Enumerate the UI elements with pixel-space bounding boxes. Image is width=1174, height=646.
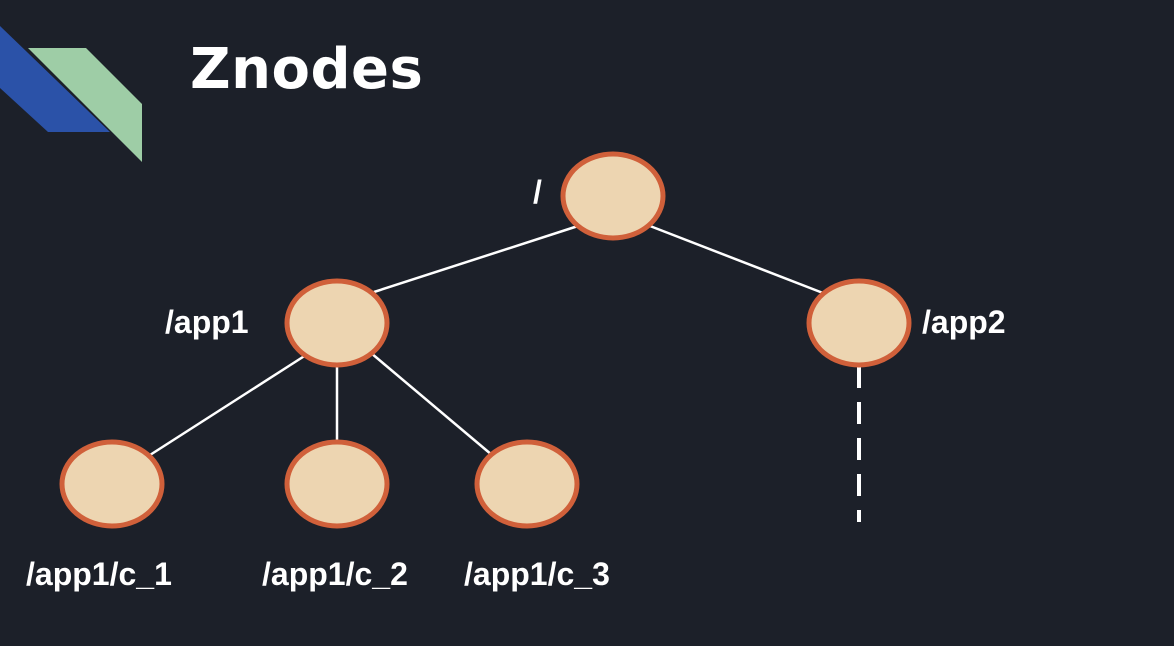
slide-title: Znodes <box>190 37 424 102</box>
node-app1-c1 <box>59 439 165 529</box>
accent-stripe-green <box>28 48 142 162</box>
node-root <box>560 151 666 241</box>
node-label-root: / <box>533 174 542 210</box>
node-label-app2: /app2 <box>922 304 1006 340</box>
edge-app1-c3 <box>370 352 493 456</box>
edge-root-app1 <box>373 224 579 294</box>
edge-app1-c1 <box>149 353 307 457</box>
node-app1 <box>284 278 390 368</box>
node-label-app1-c2: /app1/c_2 <box>262 556 408 592</box>
node-label-app1-c3: /app1/c_3 <box>464 556 610 592</box>
node-app1-c2 <box>284 439 390 529</box>
node-label-app1-c1: /app1/c_1 <box>26 556 172 592</box>
node-label-app1: /app1 <box>165 304 249 340</box>
accent-stripe-blue <box>0 26 110 132</box>
edge-root-app2 <box>649 224 824 295</box>
node-app2 <box>806 278 912 368</box>
node-app1-c3 <box>474 439 580 529</box>
